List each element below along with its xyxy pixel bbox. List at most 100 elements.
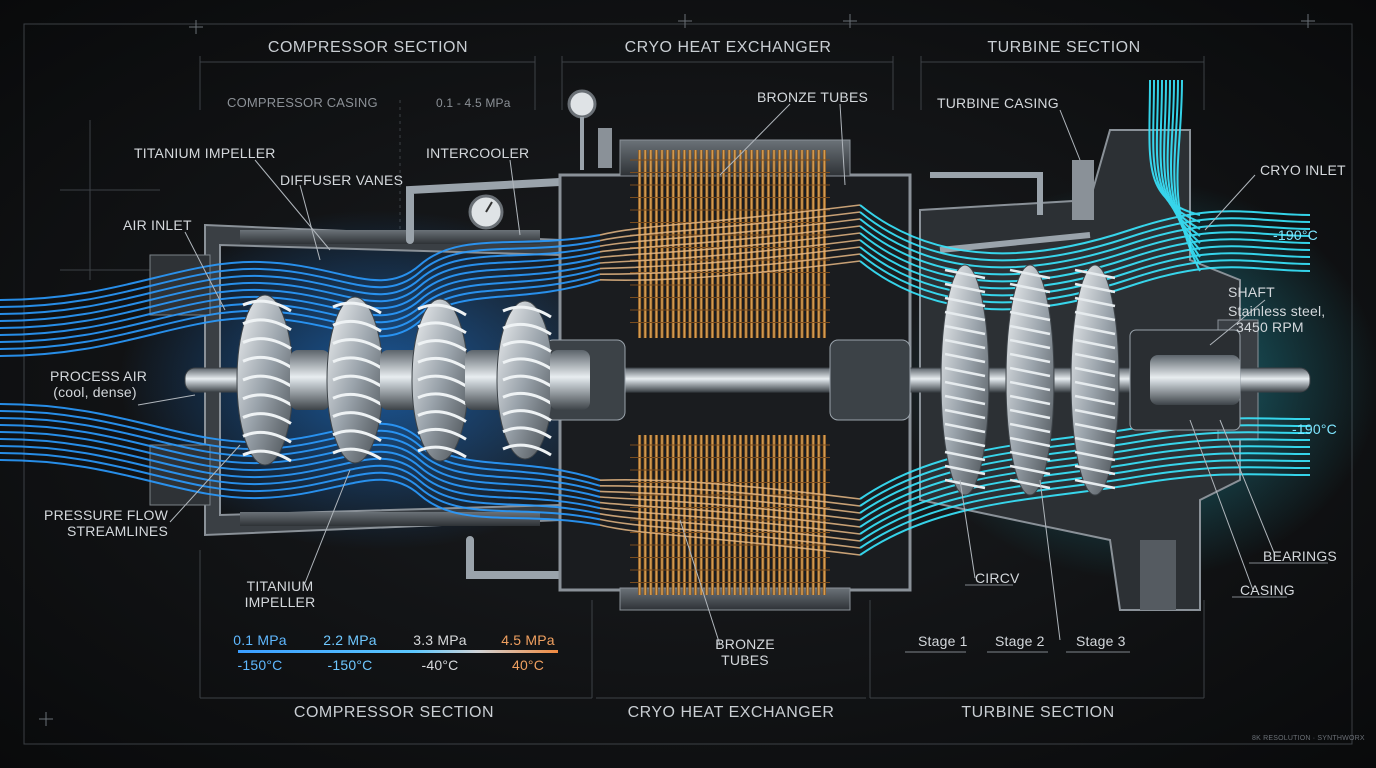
bronze-tube [710,435,714,595]
streamline [599,218,861,247]
blueprint-frame [23,23,1353,745]
streamline [859,417,1311,500]
streamline [1170,79,1201,258]
streamline [599,204,861,236]
streamline [599,246,861,270]
bronze-tube [705,150,709,338]
impeller-blade [242,355,292,369]
turbine-blade [944,324,986,336]
bronze-tube [738,150,742,338]
streamline [599,239,861,264]
bronze-tube [794,435,798,595]
turbine-blade [944,296,986,308]
label-air-inlet: AIR INLET [123,217,192,233]
impeller-blade [242,412,292,425]
turbine-blade [944,366,986,378]
bronze-tube [750,150,754,338]
label-compressor-casing: COMPRESSOR CASING [227,95,378,110]
streamline [599,490,861,514]
bronze-tube [738,435,742,595]
impeller-blade [417,392,467,406]
impeller-blade [332,411,382,424]
turbine-blade [1009,324,1051,336]
shaft-collar [550,350,590,410]
turbine-blade [1009,408,1051,420]
turbine-blade [944,352,986,364]
impeller-blade [417,427,467,441]
impeller-blade [417,445,467,459]
turbine-blade [1009,268,1051,280]
bronze-tube [811,150,815,338]
streamline [599,225,861,253]
bronze-tube [778,435,782,595]
turbine-blade [944,422,986,434]
coupling-right [829,339,911,421]
top-gauge-icon [567,89,597,119]
impeller-blade [502,357,552,371]
turbine-disc [940,264,990,496]
streamline [859,211,1311,262]
turbine-blade [944,380,986,392]
streamline [859,204,1311,255]
label-intercooler: INTERCOOLER [426,145,530,161]
turbine-blade [1074,436,1116,448]
label-turbine-casing: TURBINE CASING [937,95,1059,111]
bronze-tube [638,150,642,338]
leader-lines [137,103,1276,646]
streamline [1148,79,1201,216]
bronze-tube [643,150,647,338]
header-compressor-bottom: COMPRESSOR SECTION [293,704,495,721]
turbine-blade [1074,366,1116,378]
impeller-blade [332,338,382,351]
label-cryo-inlet: CRYO INLET [1260,162,1346,178]
bronze-tube [727,150,731,338]
label-pressure-range: 0.1 - 4.5 MPa [436,96,511,110]
label-shaft: SHAFT [1228,284,1275,300]
legend-temperature-1: -150°C [237,657,283,673]
bronze-tube [789,435,793,595]
turbine-blade [1009,338,1051,350]
turbine-blade [1009,450,1051,462]
turbine-blade [1009,422,1051,434]
turbine-blade [1074,380,1116,392]
impeller-blade [502,443,552,457]
impeller-blade [417,339,467,352]
impeller-blade [417,410,467,423]
label-pressure-flow: PRESSURE FLOW [44,507,168,523]
streamline [0,438,601,510]
bronze-tube [800,150,804,338]
bronze-tube [666,150,670,338]
legend-pressure-1: 0.1 MPa [233,632,287,648]
turbine-blade [1009,380,1051,392]
gauge-needle [485,201,493,213]
turbine-blade [944,268,986,280]
turbine-blade [1074,422,1116,434]
streamline [859,473,1311,556]
turbine-blade [1074,296,1116,308]
bronze-tube [789,150,793,338]
bronze-tube [716,150,720,338]
streamline [0,239,601,308]
turbine-streamlines [859,79,1311,556]
legend-pressure-3: 3.3 MPa [413,632,467,648]
streamline [599,507,861,535]
turbine-blade [944,450,986,462]
turbine-blade [944,436,986,448]
streamline [599,485,861,507]
bronze-tube [806,435,810,595]
label-impeller-bottom: IMPELLER [244,594,316,610]
bronze-tube [654,150,658,338]
streamline [1166,79,1201,251]
turbine-blade [944,408,986,420]
impeller-blade [502,340,552,353]
impeller-blade [242,449,292,463]
header-turbine-top: TURBINE SECTION [987,39,1141,56]
turbine-blade [944,310,986,322]
label-tubes-bottom: TUBES [721,652,769,668]
bronze-tube [722,150,726,338]
streamline [1176,79,1201,272]
streamline [1155,79,1201,230]
legend-temperature-2: -150°C [327,657,373,673]
streamline [599,501,861,528]
